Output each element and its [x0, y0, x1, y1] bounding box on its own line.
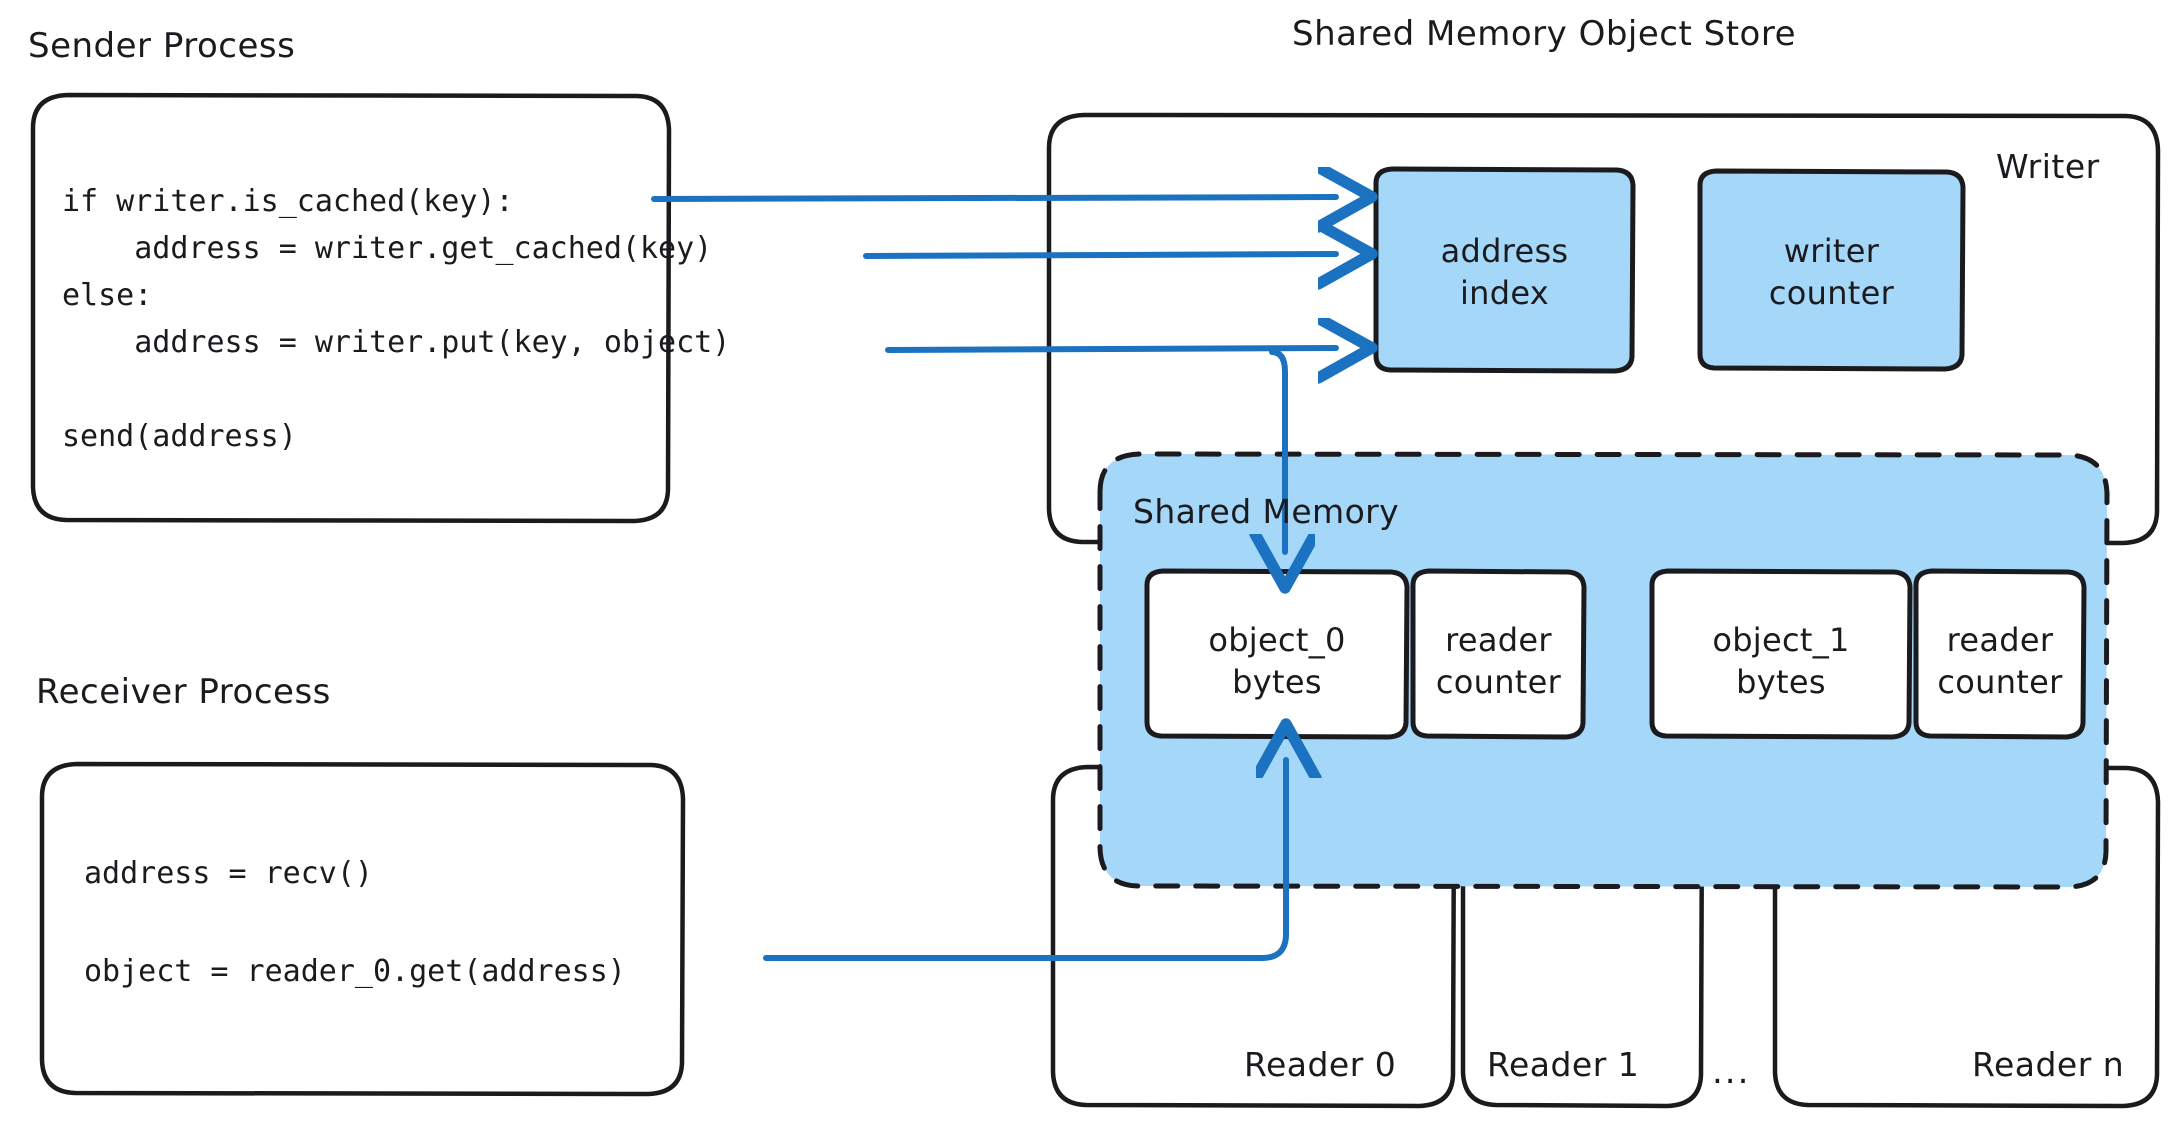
arrow-put: [885, 348, 1336, 350]
sender-code-line-0: if writer.is_cached(key):: [62, 184, 514, 219]
reader-counter-1-label-line2: counter: [1937, 663, 2063, 701]
sender-code-line-5: send(address): [62, 419, 297, 454]
object-1-label-line1: object_1: [1712, 621, 1850, 659]
arrow-get-cached: [863, 254, 1336, 256]
reader-counter-0-label-line1: reader: [1445, 621, 1552, 659]
receiver-process-title: Receiver Process: [36, 672, 331, 712]
sender-code-line-3: address = writer.put(key, object): [62, 325, 731, 360]
writer-box: [1046, 112, 2161, 546]
sender-code-line-1: address = writer.get_cached(key): [62, 231, 713, 266]
object-1-label-line2: bytes: [1736, 663, 1826, 701]
shared-memory-label: Shared Memory: [1133, 492, 1400, 531]
arrow-reader-get: [763, 760, 1286, 961]
reader-n-label: Reader n: [1972, 1045, 2125, 1084]
receiver-code-line-2: object = reader_0.get(address): [84, 954, 626, 989]
reader-1-label: Reader 1: [1487, 1045, 1640, 1084]
reader-counter-1-label-line1: reader: [1946, 621, 2054, 659]
reader-counter-0-label-line2: counter: [1435, 663, 1562, 701]
sender-code-line-2: else:: [62, 278, 153, 313]
object-0-label-line1: object_0: [1208, 621, 1346, 659]
arrow-is-cached: [651, 197, 1336, 199]
writer-label: Writer: [1996, 147, 2100, 186]
sender-process-title: Sender Process: [28, 26, 296, 66]
receiver-process-box: [39, 761, 686, 1097]
reader-ellipsis-label: ...: [1712, 1052, 1751, 1092]
receiver-code-line-0: address = recv(): [84, 856, 373, 891]
address-index-label-line2: index: [1459, 274, 1550, 312]
address-index-label-line1: address: [1440, 232, 1569, 270]
object-0-label-line2: bytes: [1232, 663, 1322, 701]
store-title: Shared Memory Object Store: [1292, 14, 1796, 54]
writer-counter-label-line1: writer: [1783, 232, 1880, 270]
writer-counter-label-line2: counter: [1768, 274, 1895, 312]
reader-0-label: Reader 0: [1244, 1045, 1397, 1084]
